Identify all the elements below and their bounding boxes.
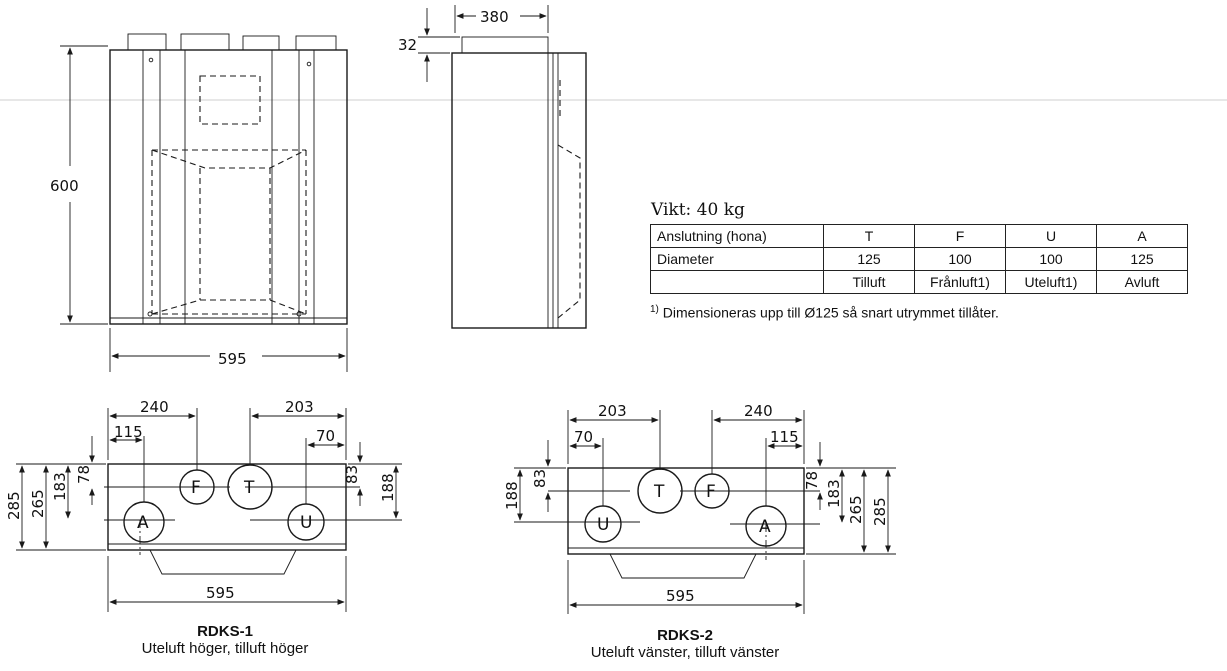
side-depth-label: 380 <box>480 8 509 26</box>
table-cell: Tilluft <box>823 270 915 294</box>
rdks1-port-U-label: U <box>300 513 312 533</box>
side-view <box>451 36 587 329</box>
rdks2-dim-78: 78 <box>803 471 821 490</box>
table-cell: Diameter <box>650 247 824 271</box>
footnote: 1) Dimensioneras upp till Ø125 så snart … <box>650 304 999 321</box>
weight-text: Vikt: 40 kg <box>651 200 745 220</box>
table-cell: Frånluft1) <box>914 270 1006 294</box>
rdks2-top-view: U T F A <box>548 467 820 579</box>
rdks2-subtitle: Uteluft vänster, tilluft vänster <box>590 644 780 661</box>
rdks1-dim-83: 83 <box>343 465 361 484</box>
table-cell <box>650 270 824 294</box>
rdks2-dim-83: 83 <box>531 469 549 488</box>
rdks1-dim-240: 240 <box>140 398 169 416</box>
rdks1-dim-183: 183 <box>51 472 69 501</box>
side-stub-dimension: 32 <box>398 8 460 82</box>
rdks2-dim-203: 203 <box>598 402 627 420</box>
front-width-label: 595 <box>218 350 247 368</box>
rdks1-dim-115: 115 <box>114 423 143 441</box>
rdks1-dim-265: 265 <box>29 489 47 518</box>
table-cell: 100 <box>1005 247 1097 271</box>
front-width-dimension: 595 <box>109 328 348 372</box>
table-cell: 125 <box>823 247 915 271</box>
rdks1-caption: RDKS-1 Uteluft höger, tilluft höger <box>90 623 360 657</box>
table-row: Tilluft Frånluft1) Uteluft1) Avluft <box>650 270 1188 294</box>
rdks1-title: RDKS-1 <box>197 623 253 640</box>
rdks2-dim-285: 285 <box>871 497 889 526</box>
rdks1-port-A-label: A <box>137 513 149 533</box>
table-row: Diameter 125 100 100 125 <box>650 247 1188 271</box>
rdks1-subtitle: Uteluft höger, tilluft höger <box>141 640 309 657</box>
rdks2-dim-240: 240 <box>744 402 773 420</box>
rdks1-dimensions: 240 115 203 70 285 265 183 78 83 188 595 <box>5 398 402 612</box>
rdks2-dim-183: 183 <box>825 479 843 508</box>
rdks2-title: RDKS-2 <box>657 627 713 644</box>
rdks1-dim-595: 595 <box>206 584 235 602</box>
table-cell: U <box>1005 224 1097 248</box>
rdks1-top-view: A F T U <box>104 463 360 575</box>
table-cell: Uteluft1) <box>1005 270 1097 294</box>
rdks1-dim-285: 285 <box>5 491 23 520</box>
rdks1-port-T-label: T <box>243 478 255 498</box>
table-cell: 125 <box>1096 247 1188 271</box>
table-cell: 100 <box>914 247 1006 271</box>
rdks1-dim-203: 203 <box>285 398 314 416</box>
side-stub-label: 32 <box>398 36 417 54</box>
rdks2-dim-265: 265 <box>847 495 865 524</box>
front-view <box>109 33 348 325</box>
footnote-marker: 1) <box>650 304 659 315</box>
rdks2-caption: RDKS-2 Uteluft vänster, tilluft vänster <box>540 627 830 661</box>
footnote-text: Dimensioneras upp till Ø125 så snart utr… <box>662 304 999 321</box>
table-cell: A <box>1096 224 1188 248</box>
table-row: Anslutning (hona) T F U A <box>650 224 1188 248</box>
rdks2-dim-115: 115 <box>770 428 799 446</box>
rdks2-port-U-label: U <box>597 515 609 535</box>
table-cell: T <box>823 224 915 248</box>
rdks2-port-F-label: F <box>706 482 716 502</box>
table-cell: F <box>914 224 1006 248</box>
rdks1-dim-78: 78 <box>75 465 93 484</box>
rdks2-dim-595: 595 <box>666 587 695 605</box>
table-cell: Anslutning (hona) <box>650 224 824 248</box>
side-depth-dimension: 380 <box>454 5 549 33</box>
table-cell: Avluft <box>1096 270 1188 294</box>
front-height-dimension: 600 <box>50 45 108 325</box>
rdks1-dim-70: 70 <box>316 427 335 445</box>
rdks2-dim-188: 188 <box>503 481 521 510</box>
rdks2-port-T-label: T <box>653 482 665 502</box>
rdks2-port-A-label: A <box>759 517 771 537</box>
rdks1-dim-188: 188 <box>379 473 397 502</box>
rdks1-port-F-label: F <box>191 478 201 498</box>
rdks2-dim-70: 70 <box>574 428 593 446</box>
connection-table: Anslutning (hona) T F U A Diameter 125 1… <box>650 224 1188 294</box>
rdks2-dimensions: 203 70 240 115 188 83 78 183 265 285 595 <box>503 402 896 614</box>
front-height-label: 600 <box>50 177 79 195</box>
